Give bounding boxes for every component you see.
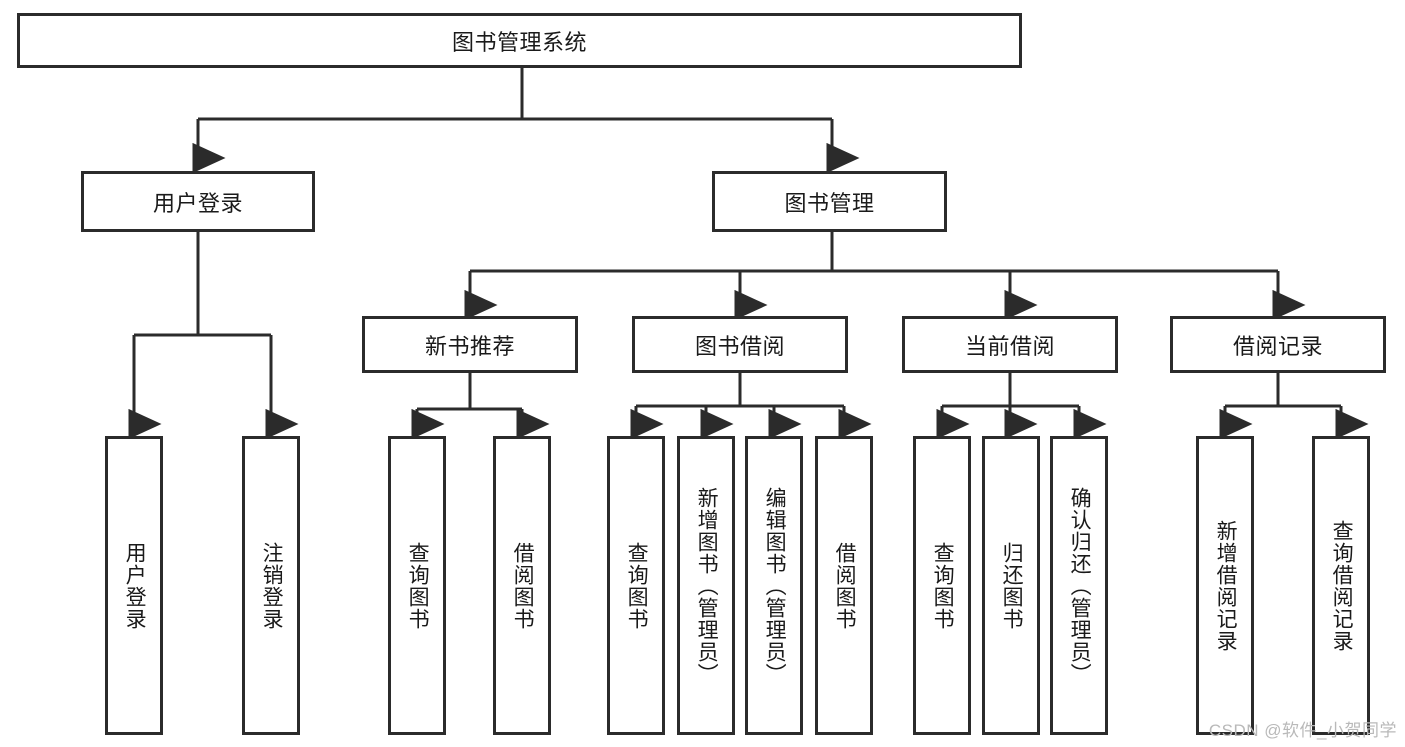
leaf-borrow-edit-book-admin[interactable]: 编辑图书（管理员） — [745, 436, 803, 735]
node-label: 图书借阅 — [694, 333, 785, 359]
leaf-record-add-record[interactable]: 新增借阅记录 — [1196, 436, 1254, 735]
node-label: 图书管理 — [784, 190, 875, 216]
node-label: 借阅图书 — [833, 541, 857, 630]
leaf-current-confirm-return-admin[interactable]: 确认归还（管理员） — [1050, 436, 1108, 735]
node-label: 借阅记录 — [1232, 333, 1323, 359]
watermark-text: CSDN @软件_小贺同学 — [1208, 721, 1397, 740]
node-label: 归还图书 — [1000, 541, 1024, 630]
node-label: 查询图书 — [931, 541, 955, 630]
node-label: 注销登录 — [260, 541, 284, 630]
node-borrow-record[interactable]: 借阅记录 — [1170, 316, 1386, 373]
node-label: 确认归还（管理员） — [1068, 486, 1092, 685]
node-label: 当前借阅 — [964, 333, 1055, 359]
node-label: 查询图书 — [625, 541, 649, 630]
leaf-recommend-borrow-book[interactable]: 借阅图书 — [493, 436, 551, 735]
leaf-recommend-query-book[interactable]: 查询图书 — [388, 436, 446, 735]
node-label: 新书推荐 — [424, 333, 515, 359]
node-label: 编辑图书（管理员） — [763, 486, 787, 685]
node-label: 用户登录 — [123, 541, 147, 630]
leaf-record-query-record[interactable]: 查询借阅记录 — [1312, 436, 1370, 735]
node-label: 查询图书 — [406, 541, 430, 630]
node-root-system[interactable]: 图书管理系统 — [17, 13, 1022, 68]
node-new-book-recommend[interactable]: 新书推荐 — [362, 316, 578, 373]
node-label: 新增借阅记录 — [1214, 519, 1238, 652]
node-label: 用户登录 — [152, 190, 243, 216]
leaf-user-login-login[interactable]: 用户登录 — [105, 436, 163, 735]
node-user-login[interactable]: 用户登录 — [81, 171, 315, 232]
node-label: 查询借阅记录 — [1330, 519, 1354, 652]
leaf-borrow-add-book-admin[interactable]: 新增图书（管理员） — [677, 436, 735, 735]
leaf-borrow-query-book[interactable]: 查询图书 — [607, 436, 665, 735]
leaf-current-query-book[interactable]: 查询图书 — [913, 436, 971, 735]
node-label: 新增图书（管理员） — [695, 486, 719, 685]
leaf-current-return-book[interactable]: 归还图书 — [982, 436, 1040, 735]
leaf-user-login-logout[interactable]: 注销登录 — [242, 436, 300, 735]
node-current-borrow[interactable]: 当前借阅 — [902, 316, 1118, 373]
leaf-borrow-borrow-book[interactable]: 借阅图书 — [815, 436, 873, 735]
node-book-borrow[interactable]: 图书借阅 — [632, 316, 848, 373]
node-label: 借阅图书 — [511, 541, 535, 630]
node-book-management[interactable]: 图书管理 — [712, 171, 947, 232]
node-label: 图书管理系统 — [451, 29, 587, 55]
